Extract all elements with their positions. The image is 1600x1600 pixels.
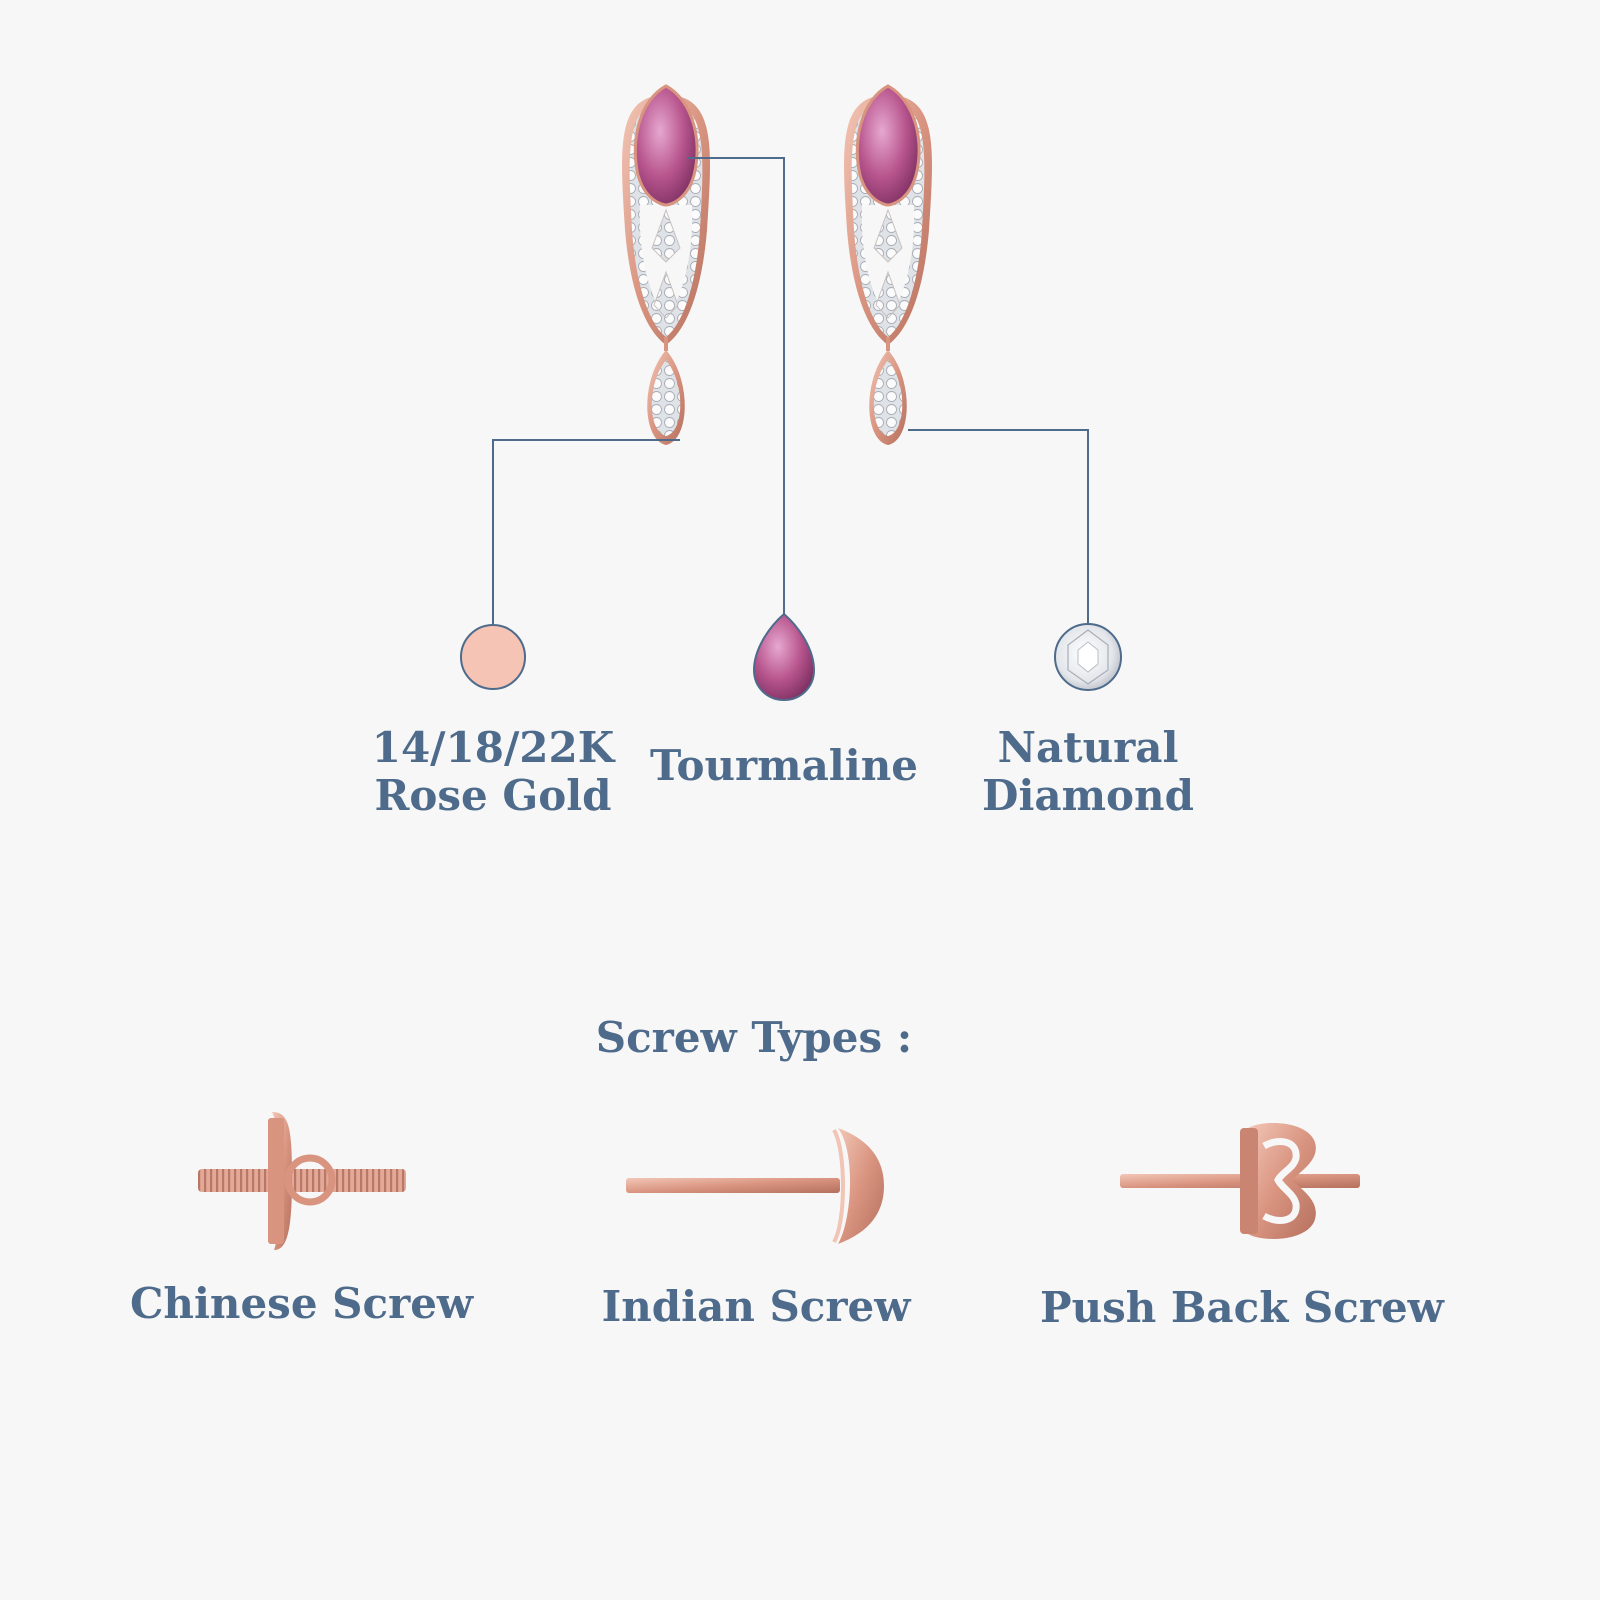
- indian-screw-label: Indian Screw: [601, 1282, 911, 1331]
- push-back-screw-label: Push Back Screw: [1040, 1283, 1444, 1332]
- tourmaline-label-text: Tourmaline: [650, 741, 918, 790]
- rose-gold-swatch-icon: [460, 624, 526, 690]
- tourmaline-label: Tourmaline: [634, 742, 934, 790]
- connector-gem: [688, 157, 785, 616]
- metal-label: 14/18/22K Rose Gold: [353, 724, 633, 820]
- diamond-label-line2: Diamond: [982, 771, 1194, 820]
- chinese-screw-label: Chinese Screw: [130, 1279, 474, 1328]
- metal-label-line2: Rose Gold: [374, 771, 612, 820]
- connector-diamond: [908, 429, 1089, 624]
- diamond-label-line1: Natural: [997, 723, 1179, 772]
- diamond-label: Natural Diamond: [948, 724, 1228, 820]
- connector-lines: [492, 157, 1089, 624]
- tourmaline-swatch-icon: [752, 612, 816, 702]
- product-infographic: 14/18/22K Rose Gold Tourmaline Natural D…: [130, 84, 1444, 1332]
- metal-label-line1: 14/18/22K: [371, 723, 615, 772]
- chinese-screw-icon: [198, 1112, 406, 1250]
- indian-screw-icon: [626, 1128, 884, 1244]
- earring-left: [622, 84, 710, 445]
- artwork: [198, 84, 1360, 1250]
- push-back-screw-icon: [1120, 1123, 1360, 1239]
- connector-metal: [492, 439, 680, 624]
- screw-types-heading: Screw Types :: [595, 1013, 913, 1062]
- earring-right: [844, 84, 932, 445]
- diamond-swatch-icon: [1054, 623, 1122, 691]
